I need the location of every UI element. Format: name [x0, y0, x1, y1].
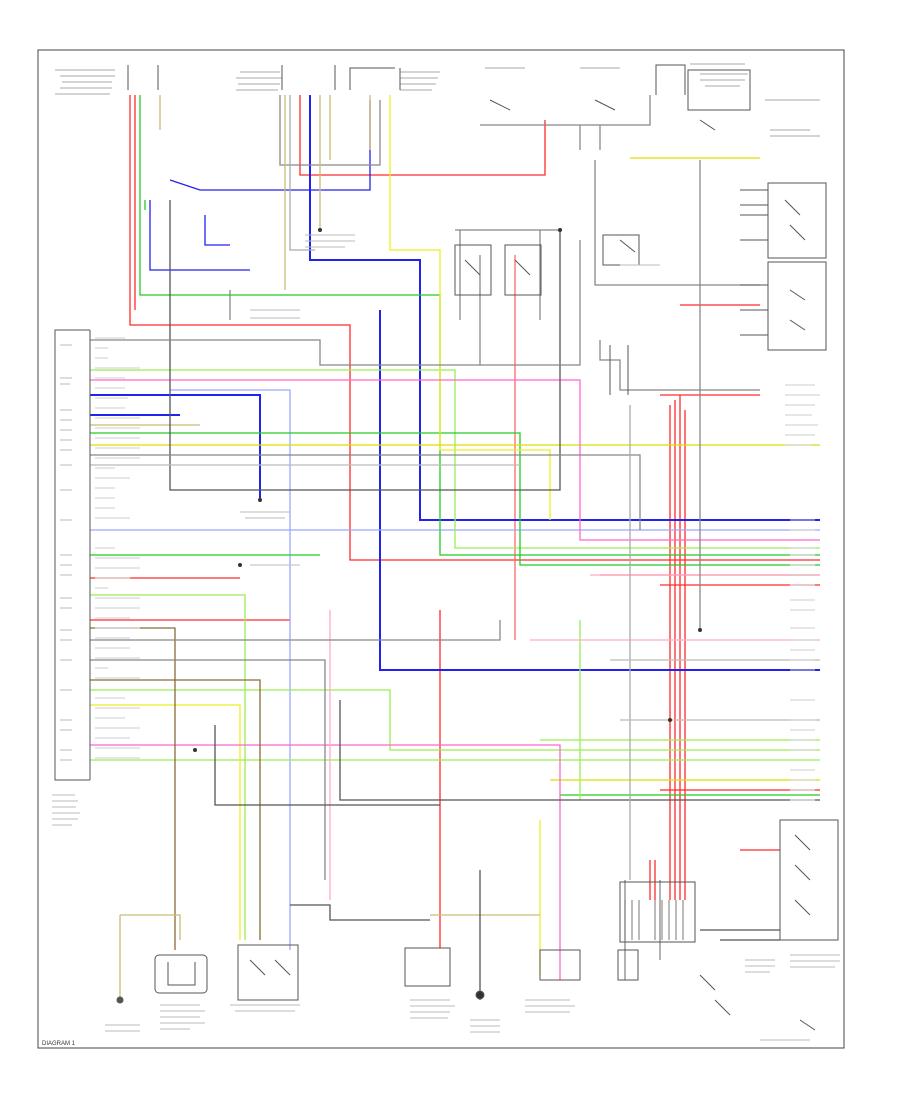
diagram-footer: DIAGRAM 1: [42, 1041, 76, 1047]
diagram-border: [37, 49, 845, 1049]
wires: [90, 95, 820, 1000]
splice-points: [193, 228, 702, 752]
ecu-connector-block: [52, 329, 140, 826]
relay-blocks: [454, 99, 716, 395]
bottom-labels: [105, 234, 840, 1041]
right-pin-labels: [785, 384, 820, 801]
bottom-components: [116, 881, 816, 1031]
top-component-labels: [55, 63, 820, 137]
connector-bars: [624, 900, 684, 940]
right-components: [740, 182, 839, 941]
top-connectors: [127, 64, 751, 111]
